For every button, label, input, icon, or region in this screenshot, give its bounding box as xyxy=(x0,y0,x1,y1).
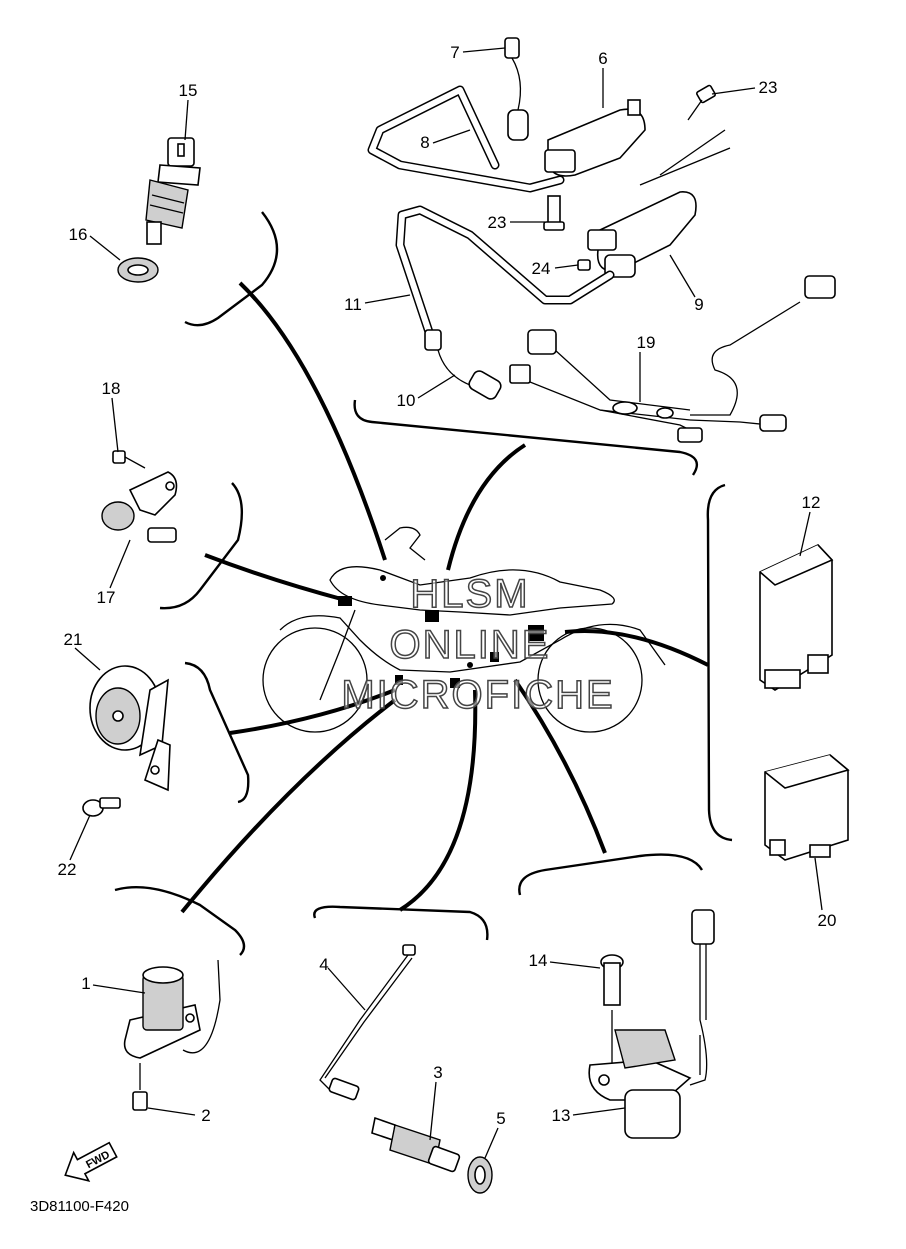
part-13-sensor xyxy=(588,909,715,1139)
part-14-bolt xyxy=(600,954,624,1075)
watermark-line-1: HLSM xyxy=(410,572,529,616)
part-24-clip xyxy=(577,259,591,271)
fwd-arrow: FWD xyxy=(64,1141,118,1183)
leader-lines xyxy=(69,47,823,1159)
callout-8: 8 xyxy=(420,133,429,152)
callout-19: 19 xyxy=(637,333,656,352)
part-11-lead xyxy=(395,205,615,340)
callout-18: 18 xyxy=(102,379,121,398)
callout-2: 2 xyxy=(201,1106,210,1125)
routing-lines xyxy=(180,281,709,914)
callout-15: 15 xyxy=(179,81,198,100)
fwd-label: FWD xyxy=(84,1149,112,1171)
callout-20: 20 xyxy=(818,911,837,930)
part-19-harness xyxy=(509,275,836,443)
callout-16: 16 xyxy=(69,225,88,244)
callout-13: 13 xyxy=(552,1106,571,1125)
part-8-lead xyxy=(367,85,565,193)
part-5-washer xyxy=(467,1156,493,1194)
callout-11: 11 xyxy=(344,295,362,314)
part-6-coil xyxy=(544,99,646,177)
callout-5: 5 xyxy=(496,1109,505,1128)
part-23-bolt xyxy=(543,84,716,231)
callout-22: 22 xyxy=(58,860,77,879)
callout-6: 6 xyxy=(598,49,607,68)
callout-10: 10 xyxy=(397,391,416,410)
part-20-relay xyxy=(764,754,850,861)
part-1-sensor xyxy=(123,959,221,1059)
motorcycle-outline xyxy=(262,526,666,733)
callout-9: 9 xyxy=(694,295,703,314)
part-17-sensor xyxy=(101,471,178,543)
watermark: HLSM ONLINE MICROFICHE xyxy=(341,571,614,718)
callout-23b: 23 xyxy=(488,213,507,232)
part-3-sensor xyxy=(371,1116,461,1173)
callout-3: 3 xyxy=(433,1063,442,1082)
part-15-sensor xyxy=(145,137,201,245)
part-10-plug-cap xyxy=(424,329,502,400)
part-21-horn xyxy=(89,665,171,792)
part-2-bolt xyxy=(132,1063,148,1111)
watermark-line-2: ONLINE xyxy=(390,623,551,667)
callout-24: 24 xyxy=(532,259,551,278)
callout-21: 21 xyxy=(64,630,83,649)
callout-14: 14 xyxy=(529,951,548,970)
part-22-bolt xyxy=(82,797,121,817)
callout-4: 4 xyxy=(319,955,328,974)
group-brackets xyxy=(114,211,733,956)
part-12-ecu xyxy=(759,544,834,691)
callout-1: 1 xyxy=(81,974,90,993)
part-16-washer xyxy=(117,257,159,283)
part-9-coil xyxy=(587,129,731,278)
drawing-code: 3D81100-F420 xyxy=(30,1198,129,1215)
part-7-plug-cap xyxy=(504,37,529,141)
callout-17: 17 xyxy=(97,588,116,607)
part-18-screw xyxy=(112,450,146,469)
watermark-line-3: MICROFICHE xyxy=(341,673,614,717)
callout-12: 12 xyxy=(802,493,821,512)
callout-7: 7 xyxy=(450,43,459,62)
callout-23a: 23 xyxy=(759,78,778,97)
callouts: 15 16 7 6 8 23 23 24 9 11 10 19 18 17 12… xyxy=(58,43,837,1128)
part-4-lead xyxy=(319,944,416,1101)
